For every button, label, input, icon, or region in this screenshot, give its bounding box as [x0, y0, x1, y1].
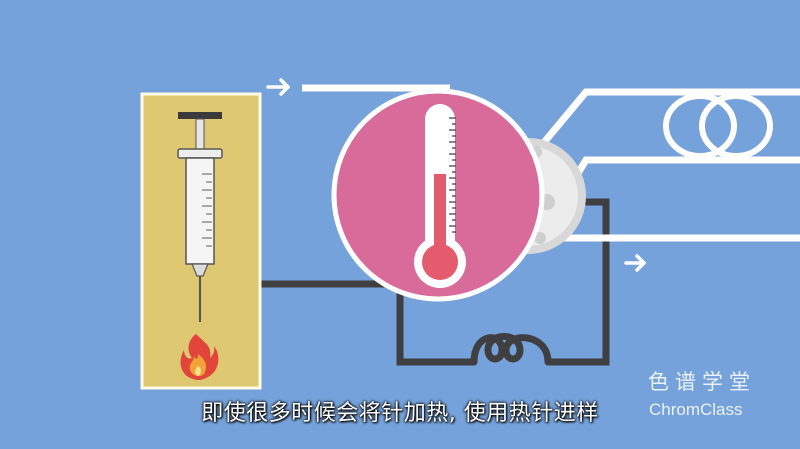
watermark-english: ChromClass — [649, 400, 743, 419]
flame-icon — [180, 334, 219, 380]
syringe-icon — [177, 112, 223, 322]
coil-icon — [663, 93, 773, 159]
subtitle-caption: 即使很多时候会将针加热, 使用热针进样 — [201, 401, 599, 426]
thermometer-icon — [414, 104, 466, 288]
arrow-right-icon — [266, 78, 290, 96]
watermark-chinese: 色谱学堂 — [648, 370, 756, 394]
heater-coil-icon — [470, 333, 552, 366]
arrow-right-icon — [624, 254, 646, 272]
carrier-tubing — [302, 84, 800, 242]
